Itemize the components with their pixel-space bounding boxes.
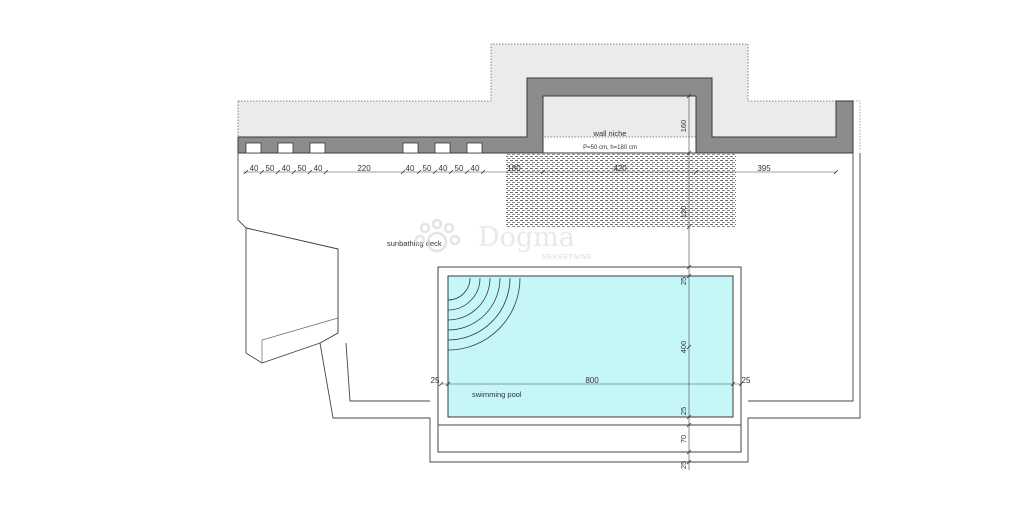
watermark-brand: Dogma: [478, 222, 575, 253]
dim-pool-length: 800: [585, 376, 599, 385]
dim-9: 40: [439, 164, 448, 173]
watermark-tagline: NEKRETNINE: [542, 254, 592, 261]
dim-pool-bottom-edge: 25: [679, 407, 688, 415]
deck-inner-edge: [748, 153, 854, 402]
dim-tick: [540, 169, 546, 175]
dim-11: 40: [471, 164, 480, 173]
dim-tick: [693, 169, 699, 175]
dim-tick: [259, 169, 265, 175]
dim-3: 40: [282, 164, 291, 173]
swimming-pool-label: swimming pool: [472, 390, 522, 399]
dim-7: 40: [406, 164, 415, 173]
dim-13: 420: [613, 164, 627, 173]
dim-tick: [686, 93, 692, 99]
dim-tick: [432, 169, 438, 175]
dim-pool-right-edge: 25: [742, 376, 751, 385]
dim-step-depth: 70: [679, 435, 688, 443]
dim-pool-width: 400: [679, 341, 688, 354]
dimension-ticks: [243, 93, 839, 465]
dim-tick: [686, 224, 692, 230]
dim-tick: [686, 150, 692, 156]
dimension-lines: [243, 96, 836, 470]
dim-tick: [730, 381, 736, 387]
watermark: Dogma NEKRETNINE: [414, 218, 592, 261]
right-terrain-edge: [853, 100, 861, 150]
wall-niche-label: wall niche: [593, 129, 627, 138]
dim-tick: [416, 169, 422, 175]
dim-bottom-edge: 25: [679, 461, 688, 469]
left-terrace: [245, 227, 339, 364]
dim-12: 180: [507, 164, 521, 173]
dim-pool-left-edge: 25: [431, 376, 440, 385]
pool-dimensions: 25 800 25: [431, 376, 751, 385]
dim-niche-height: 160: [679, 120, 688, 133]
dim-14: 395: [757, 164, 771, 173]
dim-6: 220: [357, 164, 371, 173]
deck-inner-edge-left: [345, 342, 430, 402]
dim-tick: [686, 264, 692, 270]
dim-5: 40: [314, 164, 323, 173]
grid-hatch-area: [506, 153, 736, 227]
dim-4: 50: [298, 164, 307, 173]
paw-icon: [414, 218, 461, 253]
dim-10: 50: [455, 164, 464, 173]
dim-tick: [686, 449, 692, 455]
dim-1: 40: [250, 164, 259, 173]
dim-tick: [445, 381, 451, 387]
dim-tick: [438, 381, 444, 387]
sunbathing-deck-label: sunbathing deck: [387, 239, 442, 248]
dim-tick: [464, 169, 470, 175]
dim-tick: [323, 169, 329, 175]
dim-2: 50: [266, 164, 275, 173]
dim-tick: [686, 414, 692, 420]
dim-grid-height: 120: [679, 206, 688, 219]
dim-tick: [307, 169, 313, 175]
wall-openings: [245, 142, 483, 154]
left-terrace-inner: [261, 317, 339, 363]
dim-tick: [833, 169, 839, 175]
dim-tick: [400, 169, 406, 175]
dim-tick: [291, 169, 297, 175]
dim-tick: [738, 381, 744, 387]
vertical-dimensions: 160 120 25 400 25 70 25: [679, 120, 688, 469]
dim-8: 50: [423, 164, 432, 173]
dim-tick: [480, 169, 486, 175]
pool-step: [437, 424, 742, 453]
niche-spec-label: P=50 cm, h=180 cm: [583, 145, 637, 151]
dim-tick: [686, 422, 692, 428]
dim-tick: [243, 169, 249, 175]
top-dimensions: 40 50 40 50 40 220 40 50 40 50 40 180 42…: [250, 164, 772, 173]
dim-tick: [275, 169, 281, 175]
dim-pool-top-edge: 25: [679, 277, 688, 285]
dim-tick: [686, 273, 692, 279]
dim-tick: [686, 344, 692, 350]
dim-tick: [448, 169, 454, 175]
dim-tick: [686, 459, 692, 465]
pool-entry-steps: [447, 277, 521, 351]
